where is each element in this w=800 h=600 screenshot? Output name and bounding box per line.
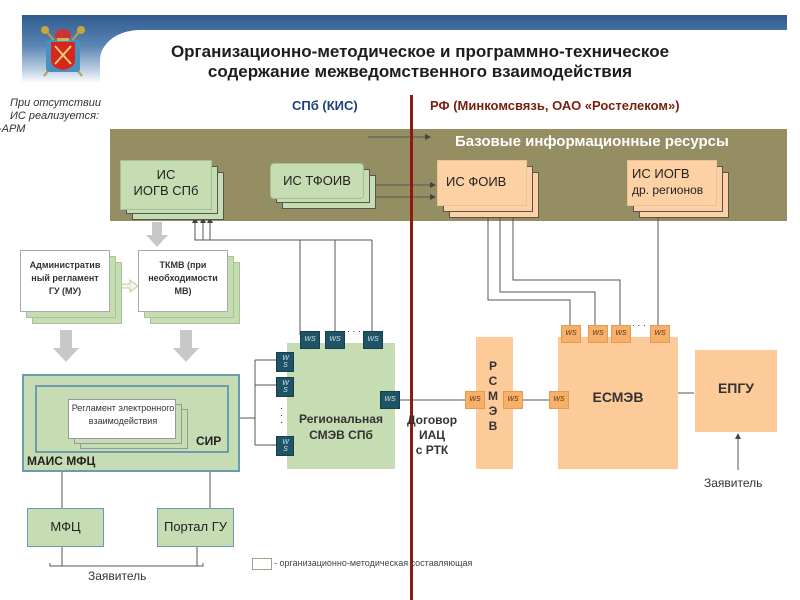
gray-arrows — [53, 222, 199, 362]
applicant-label: Заявитель — [88, 569, 147, 583]
tkmv-line2: необходимости — [148, 273, 218, 283]
ellipsis: · · · — [347, 326, 361, 336]
contract-line3: с РТК — [415, 443, 449, 457]
ws-node[interactable]: WS — [363, 331, 383, 349]
smev-spb-line2: СМЭВ СПб — [309, 428, 373, 442]
ws-node[interactable]: WS — [588, 325, 608, 343]
ws-node[interactable]: WS — [549, 391, 569, 409]
esmev-label: ЕСМЭВ — [592, 389, 644, 405]
esmev-box[interactable]: ЕСМЭВ — [558, 337, 678, 469]
tkmv-line3: МВ) — [174, 286, 192, 296]
applicant-label-epgu: Заявитель — [704, 476, 763, 490]
admin-reg-line3: ГУ (МУ) — [48, 286, 82, 296]
regional-smev-spb[interactable]: Региональная СМЭВ СПб — [287, 343, 395, 469]
ws-node[interactable]: WS — [465, 391, 485, 409]
mais-mfc-box[interactable]: Регламент электронного взаимодействия СИ… — [22, 374, 240, 472]
ws-node[interactable]: WS — [276, 352, 294, 372]
header-background — [100, 30, 790, 90]
title-line-2: содержание межведомственного взаимодейст… — [207, 62, 633, 81]
mfc-box[interactable]: МФЦ — [27, 508, 104, 547]
epgu-label: ЕПГУ — [717, 380, 755, 396]
rsmev-label: РСМЭВ — [486, 359, 500, 434]
region-label-spb: СПб (КИС) — [292, 98, 358, 113]
el-reg-line1: Регламент электронного — [71, 403, 175, 413]
epgu-box[interactable]: ЕПГУ — [695, 350, 777, 432]
contract-line1: Договор — [406, 413, 458, 427]
admin-reg-line1: Административ — [29, 260, 101, 270]
ellipsis-vertical: ··· — [280, 403, 284, 428]
el-reg-line2: взаимодействия — [88, 416, 158, 426]
admin-reg-line2: ный регламент — [31, 273, 99, 283]
ws-node[interactable]: WS — [650, 325, 670, 343]
portal-gu-box[interactable]: Портал ГУ — [157, 508, 234, 547]
region-divider — [410, 95, 413, 600]
ws-node[interactable]: WS — [276, 436, 294, 456]
ws-node[interactable]: WS — [561, 325, 581, 343]
is-iogv-regions-line1: ИС ИОГВ — [632, 166, 690, 181]
page-title: Организационно-методическое и программно… — [110, 42, 730, 82]
mfc-label: МФЦ — [50, 519, 81, 534]
note-line-3: -АРМ — [0, 123, 26, 135]
note-line-1: При отсутствии — [10, 97, 101, 109]
is-iogv-regions-line2: др. регионов — [632, 183, 704, 197]
portal-gu-label: Портал ГУ — [163, 519, 228, 534]
spb-coat-of-arms-icon — [38, 24, 88, 80]
ws-node[interactable]: WS — [300, 331, 320, 349]
region-label-rf: РФ (Минкомсвязь, ОАО «Ростелеком») — [430, 98, 680, 113]
base-resources-title: Базовые информационные ресурсы — [455, 133, 729, 150]
ellipsis: · · · — [632, 320, 646, 330]
legend-text: - организационно-методическая составляющ… — [274, 558, 473, 568]
is-foiv-label: ИС ФОИВ — [446, 174, 507, 189]
note: При отсутствии ИС реализуется: -АРМ — [0, 97, 101, 136]
title-line-1: Организационно-методическое и программно… — [170, 42, 670, 61]
tkmv-line1: ТКМВ (при — [159, 260, 207, 270]
is-iogv-spb-line2: ИОГВ СПб — [133, 183, 199, 198]
is-iogv-spb-line1: ИС — [156, 167, 176, 182]
is-tfoiv-label: ИС ТФОИВ — [283, 173, 351, 188]
ws-node[interactable]: WS — [503, 391, 523, 409]
contract-label: Договор ИАЦ с РТК — [402, 413, 462, 458]
contract-line2: ИАЦ — [418, 428, 446, 442]
ws-node[interactable]: WS — [380, 391, 400, 409]
ws-node[interactable]: WS — [325, 331, 345, 349]
mais-mfc-label: МАИС МФЦ — [27, 454, 96, 468]
ws-node[interactable]: WS — [611, 325, 631, 343]
note-line-2: ИС реализуется: — [10, 110, 100, 122]
sir-label: СИР — [196, 434, 222, 448]
legend-swatch — [252, 558, 272, 570]
ws-node[interactable]: WS — [276, 377, 294, 397]
smev-spb-line1: Региональная — [299, 412, 383, 426]
